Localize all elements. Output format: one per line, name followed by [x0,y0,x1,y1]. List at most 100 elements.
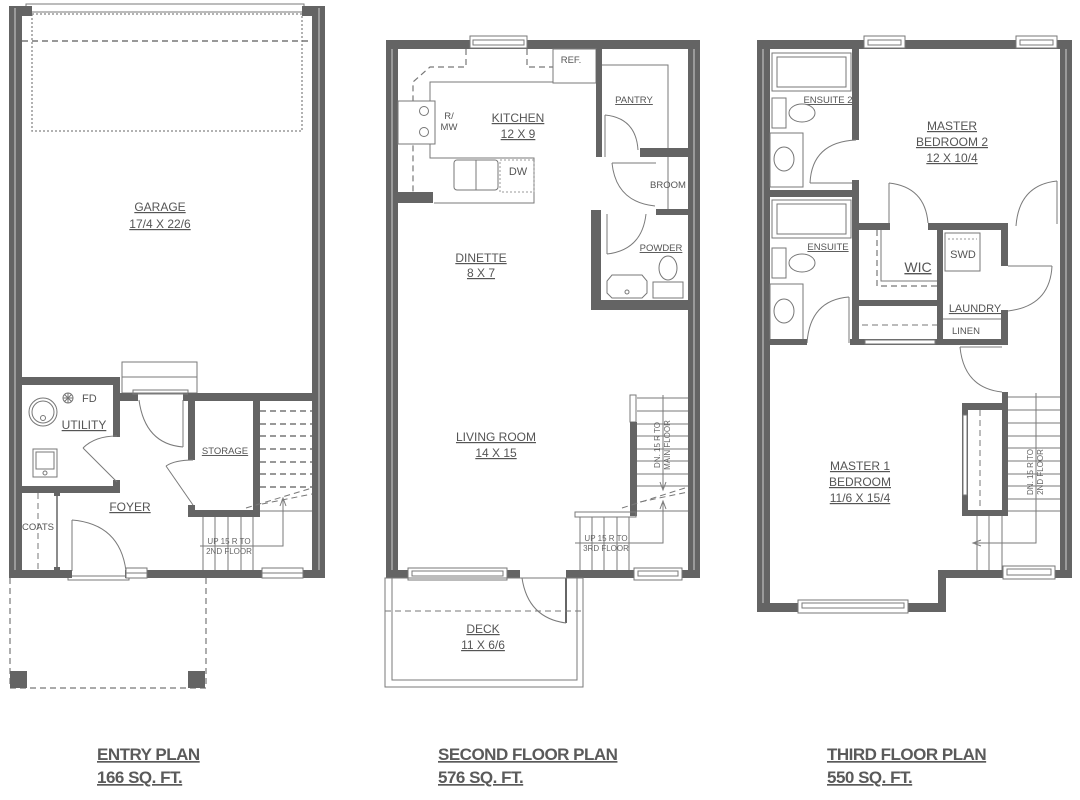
arrow-up-icon [279,496,287,507]
garage-door-header [25,3,305,13]
master1-label: MASTER 1 [830,459,890,473]
broom-door-swing [611,162,656,207]
third-stairs-down[interactable] [971,393,1060,570]
wall [188,393,195,460]
garage-size: 17/4 X 22/6 [129,217,191,231]
wall [962,510,1008,516]
plan-titles: ENTRY PLAN 166 SQ. FT. SECOND FLOOR PLAN… [97,745,987,787]
wall [859,223,890,230]
upper-cabinets [526,49,553,68]
water-heater-inner [31,400,55,424]
closet-sliding-door[interactable] [962,414,968,496]
window [633,567,683,581]
master2-label-2: BEDROOM 2 [916,135,988,149]
wall [54,567,60,572]
stair-up-note-2: 3RD FLOOR [583,544,629,553]
wall [125,570,325,578]
burner-icon [419,106,429,116]
utility-door-swing [82,435,118,449]
closet-door [864,339,936,345]
furnace-knob [42,470,48,476]
master1-label-2: BEDROOM [829,475,891,489]
wall [1001,310,1008,345]
second-floor-plan-title: SECOND FLOOR PLAN [438,745,618,764]
living-room-size: 14 X 15 [475,446,517,460]
third-floor-plan: ENSUITE 2 MASTER BEDROOM 2 12 X 10/4 ENS… [757,35,1072,614]
deck-size: 11 X 6/6 [461,638,505,652]
overhead-door-outline [31,13,303,132]
linen-label: LINEN [952,326,980,337]
utility-label: UTILITY [62,418,107,432]
wic-rod [880,230,937,282]
faucet [624,289,630,295]
toilet-tank [771,97,787,129]
powder-label: POWDER [640,243,683,254]
stair-up-note-1: UP 15 R TO [584,534,627,543]
window-pane [411,570,504,577]
wall [928,223,1008,230]
arrow-left-icon [971,539,982,547]
bathtub-inner [776,203,847,235]
fd-label: FD [82,393,97,405]
entry-plan-area: 166 SQ. FT. [97,768,182,787]
ensuite-door-swing [806,296,850,344]
front-door-sill [67,575,130,581]
sink-icon [606,274,648,299]
master2-door-swing [1015,180,1058,227]
garage-label: GARAGE [134,200,185,214]
master1-door-swing [959,346,1003,393]
window-pane [867,39,902,46]
dw-label: DW [509,166,528,178]
ensuite2-label: ENSUITE 2 [803,95,852,106]
entry-plan-title: ENTRY PLAN [97,745,200,764]
powder-door-swing [606,213,647,255]
kitchen-size: 12 X 9 [501,127,536,141]
ref-label: REF. [561,55,582,66]
fan-icon [62,392,74,404]
wall [22,377,120,385]
window [469,35,528,49]
wall [113,377,120,437]
entry-stair-note-2: 2ND FLOOR [206,547,252,556]
wic-label: WIC [904,259,931,275]
broom-label: BROOM [650,180,686,191]
storage-label: STORAGE [202,446,248,457]
wall [22,486,120,493]
wall [591,300,688,310]
toilet-tank [652,281,684,299]
arrow-up-icon [659,499,667,510]
front-door-swing [71,519,127,572]
wic-door-swing [888,182,929,224]
wall [188,510,260,517]
swd-label: SWD [950,249,976,261]
porch-outline [9,578,207,689]
garage-entry-door-swing [138,399,184,448]
wall [183,393,312,401]
storage-door-leaf[interactable] [165,465,194,506]
third-floor-plan-title: THIRD FLOOR PLAN [827,745,986,764]
wall [253,400,260,517]
range-label-2: MW [441,122,458,133]
wall [9,570,72,578]
burner-icon [419,127,429,137]
coats-label: COATS [22,522,54,533]
wall [770,190,859,197]
wall [596,49,602,157]
second-stairs-up[interactable] [574,499,667,570]
third-floor-plan-area: 550 SQ. FT. [827,768,912,787]
utility-door-leaf[interactable] [82,447,118,483]
ensuite-label: ENSUITE [807,242,848,253]
water-heater-valve [40,415,46,421]
wall [398,192,433,203]
master2-label: MASTER [927,119,977,133]
window [1015,35,1058,49]
arrow-down-icon [659,481,667,492]
stair-down-note-2: MAIN FLOOR [663,420,672,470]
porch-post [188,671,205,688]
storage-door-swing [165,459,194,467]
entry-stairs-up[interactable] [200,496,287,570]
wall [656,209,688,215]
second-stairs-down[interactable] [621,394,689,516]
stair-down-note-1: DN. 15 R TO [1026,449,1035,495]
